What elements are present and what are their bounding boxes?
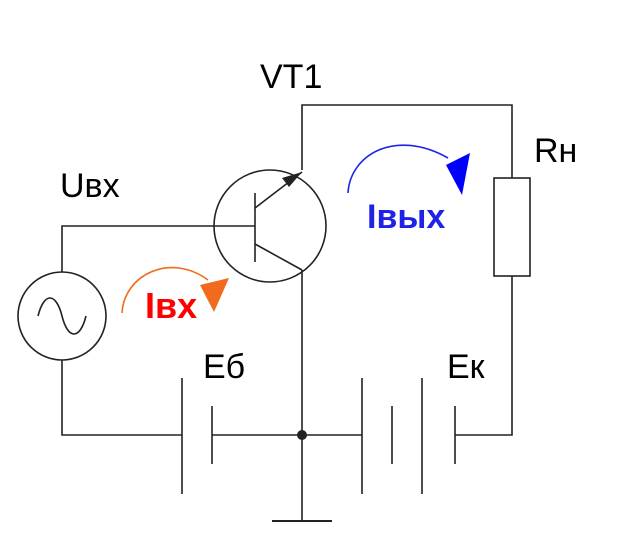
collector-battery-icon [361, 378, 456, 494]
junction-dot-icon [297, 430, 307, 440]
resistor-icon [493, 177, 531, 277]
wires [61, 104, 513, 520]
base-battery-icon [181, 378, 213, 494]
base-source-label: Eб [203, 348, 245, 386]
output-current-label: Iвых [367, 198, 445, 236]
transistor-label: VT1 [260, 58, 322, 96]
collector-source-label: Eк [447, 348, 486, 386]
source-to-base-battery-wire [61, 360, 182, 436]
input-current-label: Iвх [145, 285, 197, 326]
input-current-arrow-icon [121, 266, 229, 314]
output-current-arrow-icon [347, 144, 470, 195]
input-voltage-label: Uвх [60, 167, 120, 205]
ac-source-icon [17, 271, 107, 361]
transistor-icon [212, 169, 327, 283]
output-top-wire [301, 104, 513, 178]
input-left-wire [61, 225, 212, 272]
load-resistor-label: Rн [534, 132, 577, 170]
resistor-to-collector-source-wire [455, 276, 513, 436]
